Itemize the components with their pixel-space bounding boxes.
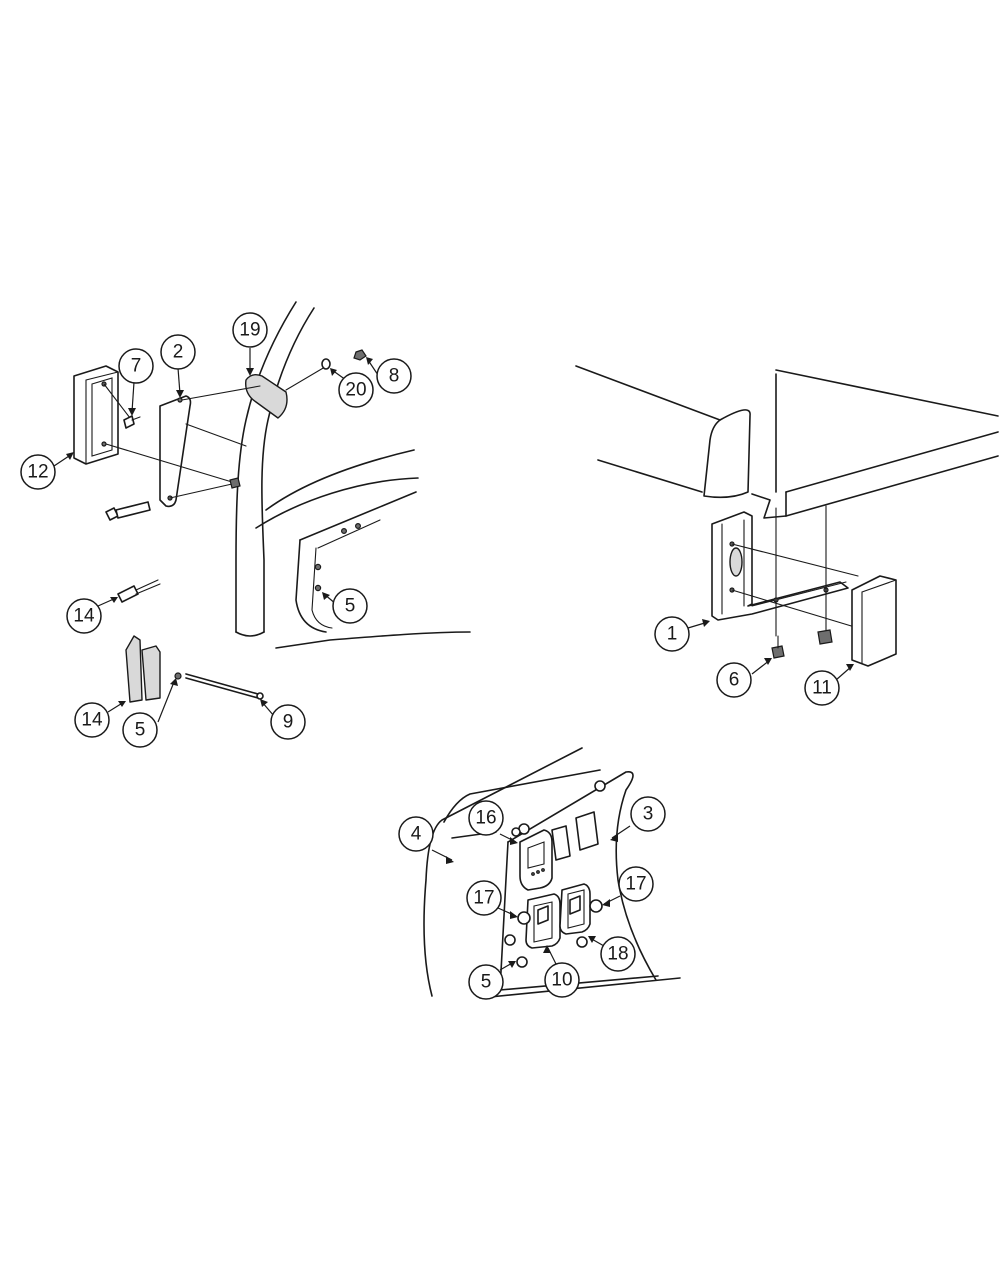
- callout-label-17b: 17: [625, 874, 646, 895]
- callout-label-18: 18: [607, 944, 628, 965]
- callout-14a: 14: [66, 598, 102, 634]
- callout-16: 16: [468, 800, 504, 836]
- callout-label-3: 3: [643, 804, 654, 825]
- lamp-12: [73, 365, 119, 465]
- callout-9: 9: [270, 704, 306, 740]
- leader-3: [611, 825, 631, 839]
- bolt-near-lamp: [817, 629, 833, 645]
- callout-label-5c: 5: [481, 972, 492, 993]
- callout-17b: 17: [618, 866, 654, 902]
- callout-17a: 17: [466, 880, 502, 916]
- harness-14-lower: [125, 635, 182, 703]
- callout-11: 11: [804, 670, 840, 706]
- callout-7: 7: [118, 348, 154, 384]
- callout-5a: 5: [332, 588, 368, 624]
- fender-assembly: [575, 365, 999, 519]
- callout-label-19: 19: [239, 320, 260, 341]
- bolt: [105, 501, 151, 521]
- cable-tie-9: [185, 673, 264, 700]
- callout-10: 10: [544, 962, 580, 998]
- nut-8: [353, 349, 367, 361]
- screw-7: [123, 415, 141, 429]
- callout-layer: 19 2 7 8 20 12 5 14 14 5 9 1 6 11 4 3 16…: [20, 312, 854, 1000]
- callout-label-11: 11: [812, 678, 832, 699]
- callout-label-12: 12: [27, 462, 48, 483]
- lamp-11: [851, 575, 897, 667]
- bolt-6: [771, 635, 785, 659]
- callout-label-17a: 17: [473, 888, 494, 909]
- leader-5b: [157, 681, 175, 723]
- callout-label-5a: 5: [345, 596, 356, 617]
- callout-label-2: 2: [173, 342, 184, 363]
- callout-18: 18: [600, 936, 636, 972]
- assembly-lines-right: [731, 505, 859, 637]
- callout-12: 12: [20, 454, 56, 490]
- callout-20: 20: [338, 372, 374, 408]
- callout-19: 19: [232, 312, 268, 348]
- callout-14b: 14: [74, 702, 110, 738]
- callout-1: 1: [654, 616, 690, 652]
- washer-20: [321, 358, 331, 370]
- callout-label-7: 7: [131, 356, 142, 377]
- leader-2: [177, 367, 181, 395]
- callout-label-9: 9: [283, 712, 294, 733]
- switch-panel-assembly: [423, 747, 681, 999]
- callout-label-16: 16: [475, 808, 496, 829]
- callout-label-14a: 14: [73, 606, 95, 627]
- callout-label-6: 6: [729, 670, 740, 691]
- callout-2: 2: [160, 334, 196, 370]
- bracket-2: [159, 395, 192, 508]
- callout-4: 4: [398, 816, 434, 852]
- callout-label-10: 10: [551, 970, 572, 991]
- callout-label-4: 4: [411, 824, 422, 845]
- callout-5c: 5: [468, 964, 504, 1000]
- bracket-1: [711, 511, 849, 621]
- callout-6: 6: [716, 662, 752, 698]
- callout-3: 3: [630, 796, 666, 832]
- callout-5b: 5: [122, 712, 158, 748]
- cab-pillar-assembly: [235, 301, 471, 649]
- callout-label-8: 8: [389, 366, 400, 387]
- callout-label-5b: 5: [135, 720, 146, 741]
- pillar-clamp: [245, 373, 288, 419]
- connector-14-upper: [117, 579, 161, 603]
- assembly-lines-left: [103, 363, 331, 499]
- leader-7: [131, 381, 135, 413]
- callout-label-20: 20: [345, 380, 366, 401]
- callout-8: 8: [376, 358, 412, 394]
- callout-label-1: 1: [667, 624, 678, 645]
- callout-label-14b: 14: [81, 710, 103, 731]
